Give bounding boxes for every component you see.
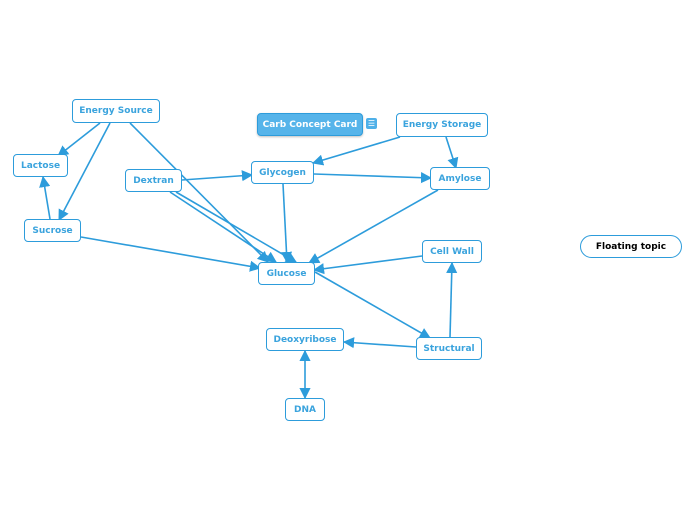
edge-glucose-to-structural [314,271,431,339]
node-energy-storage[interactable]: Energy Storage [396,113,488,137]
node-label: Glycogen [259,167,306,178]
edge-sucrose-to-lactose [39,175,51,220]
edge-dextran-to-glucose [175,191,297,263]
edge-sucrose-to-glucose [80,236,262,272]
node-glucose[interactable]: Glucose [258,262,315,285]
node-label: Glucose [266,268,307,279]
node-dna[interactable]: DNA [285,398,325,421]
edge-energy-storage-to-glycogen [311,136,401,166]
node-deoxyribose[interactable]: Deoxyribose [266,328,344,351]
node-label: Energy Storage [402,120,482,130]
floating-topic-label: Floating topic [595,241,667,252]
notes-icon[interactable]: ☰ [366,118,377,129]
edge-dextran-to-glycogen [181,170,254,182]
node-label: Structural [423,343,475,354]
edge-energy-storage-to-amylose [445,136,459,170]
node-energy-source[interactable]: Energy Source [72,99,160,123]
node-structural[interactable]: Structural [416,337,482,360]
edge-dextran-to-glucose [169,191,277,263]
edge-cell-wall-to-glucose [312,255,423,275]
edge-structural-to-cell-wall [446,261,458,338]
node-label: Sucrose [32,225,73,236]
edge-glycogen-to-amylose [313,172,433,184]
node-amylose[interactable]: Amylose [430,167,490,190]
node-sucrose[interactable]: Sucrose [24,219,81,242]
edge-energy-source-to-sucrose [58,122,111,221]
node-cell-wall[interactable]: Cell Wall [422,240,482,263]
node-label: Lactose [20,160,61,171]
node-label: Cell Wall [430,246,474,257]
central-topic[interactable]: Carb Concept Card [257,113,363,136]
node-label: Amylose [438,173,482,184]
edge-amylose-to-glucose [308,189,439,264]
node-label: Dextran [133,175,174,186]
node-label: Energy Source [79,106,153,116]
edge-energy-source-to-lactose [57,122,101,157]
node-label: Deoxyribose [273,334,337,345]
edge-energy-source-to-glucose [129,122,269,263]
node-dextran[interactable]: Dextran [125,169,182,192]
edge-glycogen-to-glucose [280,183,293,264]
floating-topic[interactable]: Floating topic [580,235,682,258]
edge-structural-to-deoxyribose [342,337,417,349]
node-glycogen[interactable]: Glycogen [251,161,314,184]
node-lactose[interactable]: Lactose [13,154,68,177]
node-label: DNA [294,404,316,415]
central-topic-label: Carb Concept Card [262,119,358,130]
